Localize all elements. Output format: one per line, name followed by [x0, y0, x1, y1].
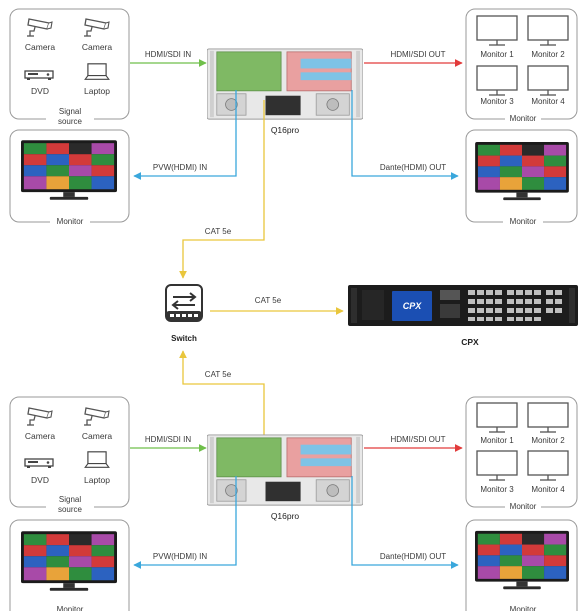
laptop-icon: [84, 63, 110, 80]
hdmi-sdi-in-label: HDMI/SDI IN: [145, 435, 191, 444]
dante-out-label: Dante(HDMI) OUT: [380, 552, 446, 561]
cat5e-line-bottom: [179, 350, 265, 452]
cctv-camera-icon: [83, 18, 110, 37]
monitor-icon: [527, 15, 569, 46]
monitor-4-label: Monitor 4: [531, 485, 565, 494]
cat5e-label-bottom: CAT 5e: [205, 370, 232, 379]
network-switch-icon: [165, 284, 203, 322]
monitor-icon: [475, 142, 569, 201]
signal-source-label-line2: source: [58, 505, 83, 514]
monitor-icon: [527, 65, 569, 96]
monitor-1-label: Monitor 1: [480, 50, 514, 59]
monitor-label: Monitor: [57, 605, 84, 611]
signal-source-group-bottom: Camera Camera DVD Laptop Signal source: [9, 396, 130, 515]
signal-source-group-top: Camera Camera DVD Laptop Signal source: [9, 8, 130, 127]
monitor-icon: [21, 140, 117, 200]
monitor-group-label: Monitor: [510, 114, 537, 123]
monitor-label: Monitor: [57, 217, 84, 226]
camera-label: Camera: [82, 42, 113, 52]
monitor-icon: [476, 65, 518, 96]
dvd-label: DVD: [31, 475, 49, 485]
network-switch: Switch: [165, 284, 203, 343]
monitor-group-top: Monitor 1 Monitor 2 Monitor 3 Monitor 4 …: [465, 8, 578, 124]
monitor-4-label: Monitor 4: [531, 97, 565, 106]
pvw-in-label: PVW(HDMI) IN: [153, 552, 207, 561]
laptop-icon: [84, 451, 110, 468]
monitor-icon: [527, 450, 569, 481]
cctv-camera-icon: [26, 407, 53, 426]
cpx-screen-logo: CPX: [403, 301, 423, 311]
hdmi-sdi-in-label: HDMI/SDI IN: [145, 50, 191, 59]
cctv-camera-icon: [83, 407, 110, 426]
q16pro-label: Q16pro: [271, 125, 300, 135]
dante-out-line: [351, 476, 459, 569]
hdmi-sdi-out-label: HDMI/SDI OUT: [390, 50, 445, 59]
pvw-in-label: PVW(HDMI) IN: [153, 163, 207, 172]
monitor-3-label: Monitor 3: [480, 485, 514, 494]
monitor-2-label: Monitor 2: [531, 50, 565, 59]
hdmi-sdi-out-label: HDMI/SDI OUT: [390, 435, 445, 444]
monitor-icon: [476, 402, 518, 433]
dvd-player-icon: [24, 70, 54, 81]
monitor-label: Monitor: [510, 217, 537, 226]
dante-monitor-top: Monitor: [465, 129, 578, 227]
monitor-icon: [21, 531, 117, 591]
camera-label: Camera: [25, 42, 56, 52]
monitor-2-label: Monitor 2: [531, 436, 565, 445]
monitor-3-label: Monitor 3: [480, 97, 514, 106]
q16pro-device-bottom: Q16pro: [207, 434, 363, 521]
cat5e-line-top: [179, 100, 265, 279]
monitor-icon: [475, 530, 569, 590]
camera-label: Camera: [82, 431, 113, 441]
cat5e-label-cpx: CAT 5e: [255, 296, 282, 305]
signal-source-label-line1: Signal: [59, 495, 81, 504]
camera-label: Camera: [25, 431, 56, 441]
dante-out-label: Dante(HDMI) OUT: [380, 163, 446, 172]
monitor-icon: [527, 402, 569, 433]
monitor-1-label: Monitor 1: [480, 436, 514, 445]
monitor-icon: [476, 450, 518, 481]
pvw-monitor-bottom: Monitor: [9, 519, 130, 611]
dvd-player-icon: [24, 458, 54, 469]
pvw-monitor-top: Monitor: [9, 129, 130, 227]
cpx-label: CPX: [461, 337, 479, 347]
cctv-camera-icon: [26, 18, 53, 37]
dante-out-line: [351, 90, 459, 180]
signal-source-label-line2: source: [58, 117, 83, 126]
monitor-group-bottom: Monitor 1 Monitor 2 Monitor 3 Monitor 4 …: [465, 396, 578, 512]
pvw-in-line: [133, 476, 237, 569]
signal-source-label-line1: Signal: [59, 107, 81, 116]
q16pro-label: Q16pro: [271, 511, 300, 521]
laptop-label: Laptop: [84, 475, 110, 485]
cpx-device: CPX CPX: [348, 285, 578, 347]
monitor-group-label: Monitor: [510, 502, 537, 511]
switch-label: Switch: [171, 334, 197, 343]
dvd-label: DVD: [31, 86, 49, 96]
monitor-icon: [476, 15, 518, 46]
pvw-in-line: [133, 90, 237, 180]
dante-monitor-bottom: Monitor: [465, 519, 578, 611]
monitor-label: Monitor: [510, 605, 537, 611]
cat5e-label-top: CAT 5e: [205, 227, 232, 236]
q16pro-device-top: Q16pro: [207, 48, 363, 135]
laptop-label: Laptop: [84, 86, 110, 96]
